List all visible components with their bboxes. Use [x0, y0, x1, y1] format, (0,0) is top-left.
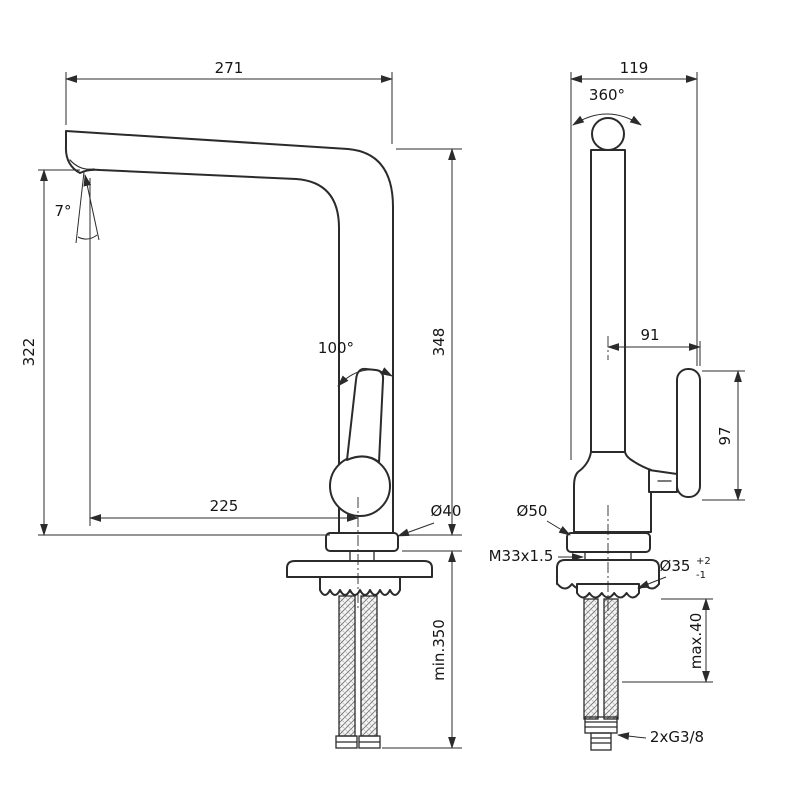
- riser-column: [590, 149, 626, 453]
- handle-lever-front: [676, 368, 701, 498]
- supply-hose: [603, 598, 619, 720]
- swivel-cap: [591, 117, 625, 151]
- hose-connector: [584, 716, 618, 751]
- base-flange: [325, 532, 399, 552]
- leader-d40: [397, 522, 435, 537]
- dim-label-225: 225: [210, 497, 239, 515]
- dim-label-91: 91: [640, 326, 659, 344]
- dim-label-100deg: 100°: [318, 339, 354, 357]
- hose-fitting: [335, 735, 381, 749]
- dim-label-d35: Ø35: [660, 557, 691, 575]
- side-view: [64, 130, 433, 749]
- base-flange: [566, 532, 651, 553]
- mounting-plate: [286, 560, 433, 578]
- dimensions-front-view: 119 360° 91 97 Ø50 M33x1.5 Ø35 +2 -1 max…: [489, 59, 745, 746]
- tilt-reference-line: [75, 171, 85, 244]
- mounting-washer: [319, 576, 401, 596]
- dim-label-d35-tol-plus: +2: [696, 556, 711, 567]
- leader-g38: [617, 732, 647, 741]
- mixer-body: [573, 451, 652, 533]
- dim-label-97: 97: [716, 426, 734, 445]
- thread-shank: [349, 550, 375, 562]
- dim-label-119: 119: [620, 59, 649, 77]
- dim-label-d40: Ø40: [431, 502, 462, 520]
- tilt-arrow-line: [83, 174, 100, 241]
- dim-label-2xg38: 2xG3/8: [650, 728, 704, 746]
- dim-label-348: 348: [430, 328, 448, 357]
- leader-d35: [637, 576, 667, 589]
- dim-label-d50: Ø50: [517, 502, 548, 520]
- dim-label-7deg: 7°: [54, 202, 71, 220]
- dim-label-min350: min.350: [430, 619, 448, 681]
- dim-label-max40: max.40: [687, 613, 705, 670]
- handle-ball-joint: [329, 455, 391, 517]
- dim-label-d35-tol-minus: -1: [696, 570, 706, 581]
- dim-label-m33: M33x1.5: [489, 547, 554, 565]
- dimensions-side-view: 271 7° 322 100° 348 225 Ø40 min.350: [20, 59, 462, 749]
- front-view: [556, 117, 701, 751]
- dim-label-271: 271: [215, 59, 244, 77]
- tilt-angle-arc: [77, 234, 98, 240]
- dim-label-360deg: 360°: [589, 86, 625, 104]
- supply-hose: [360, 595, 378, 737]
- swivel-arc: [572, 113, 642, 126]
- leader-d50: [546, 520, 571, 536]
- handle-angle-arc: [337, 367, 393, 387]
- dim-label-322: 322: [20, 338, 38, 367]
- supply-hose: [338, 595, 356, 737]
- aerator-detail: [69, 159, 95, 170]
- supply-hose: [583, 598, 599, 720]
